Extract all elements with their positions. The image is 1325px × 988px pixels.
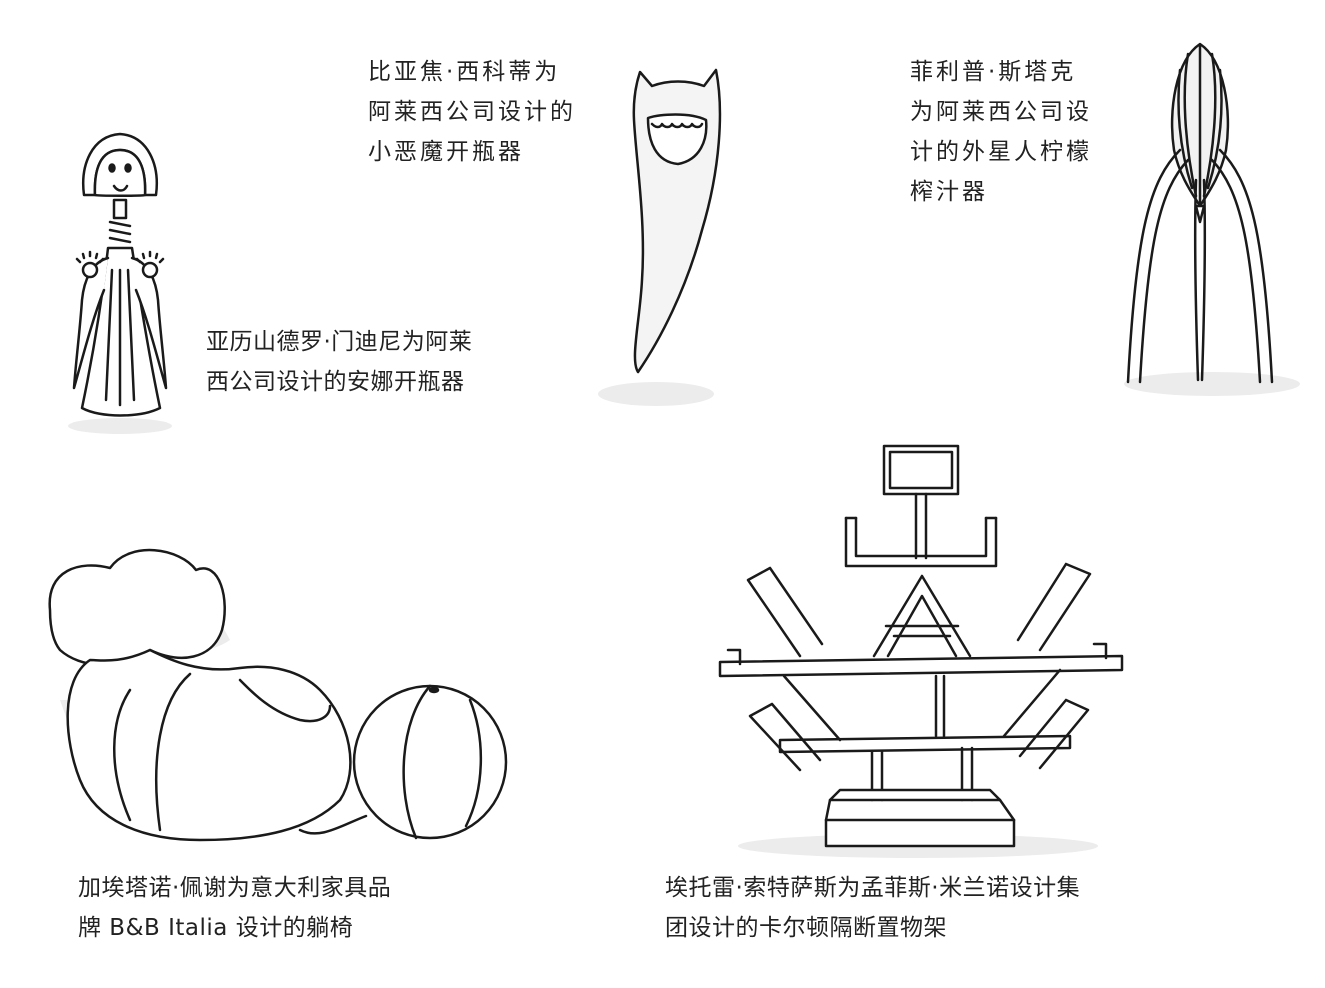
caption-diabolix-opener: 比亚焦·西科蒂为 阿莱西公司设计的 小恶魔开瓶器 [368, 52, 576, 172]
caption-line: 比亚焦·西科蒂为 [368, 59, 561, 85]
caption-line: 阿莱西公司设计的 [368, 99, 576, 125]
caption-line: 计的外星人柠檬 [910, 139, 1092, 165]
caption-line: 亚历山德罗·门迪尼为阿莱 [206, 329, 473, 355]
juicy-salif-drawing [1124, 42, 1300, 396]
caption-up-chaise: 加埃塔诺·佩谢为意大利家具品 牌 B&B Italia 设计的躺椅 [78, 868, 391, 948]
caption-line: 团设计的卡尔顿隔断置物架 [665, 915, 947, 941]
carlton-shelf-drawing [718, 444, 1124, 858]
caption-carlton-shelf: 埃托雷·索特萨斯为孟菲斯·米兰诺设计集 团设计的卡尔顿隔断置物架 [665, 868, 1080, 948]
caption-line: 菲利普·斯塔克 [910, 59, 1077, 85]
caption-line: 牌 B&B Italia 设计的躺椅 [78, 915, 354, 941]
anna-corkscrew-drawing [68, 132, 172, 434]
caption-line: 埃托雷·索特萨斯为孟菲斯·米兰诺设计集 [665, 875, 1081, 901]
caption-anna-corkscrew: 亚历山德罗·门迪尼为阿莱 西公司设计的安娜开瓶器 [206, 322, 472, 402]
caption-line: 小恶魔开瓶器 [368, 139, 524, 165]
up-chaise-drawing [48, 548, 508, 842]
diabolix-opener-drawing [598, 68, 722, 406]
caption-line: 加埃塔诺·佩谢为意大利家具品 [78, 875, 392, 901]
caption-line: 榨汁器 [910, 179, 988, 205]
caption-line: 为阿莱西公司设 [910, 99, 1092, 125]
caption-juicy-salif: 菲利普·斯塔克 为阿莱西公司设 计的外星人柠檬 榨汁器 [910, 52, 1092, 212]
caption-line: 西公司设计的安娜开瓶器 [206, 369, 465, 395]
